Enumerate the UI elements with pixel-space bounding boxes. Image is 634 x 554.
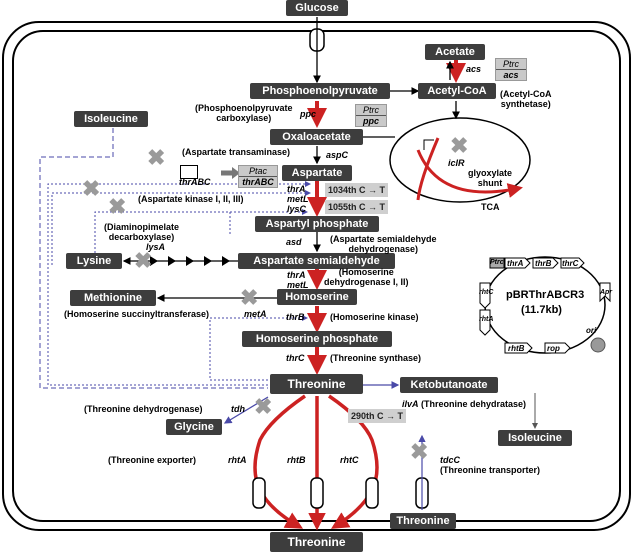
aspartate-kinase-label: (Aspartate kinase I, II, III) (138, 194, 244, 204)
ptrc-acs-promoter: Ptrc acs (495, 58, 527, 81)
aspartyl-phosphate-node: Aspartyl phosphate (255, 216, 379, 232)
plasmid-gene-rhtc: rhtC (479, 289, 494, 296)
knockout-iclr-x-icon: ✖ (450, 133, 469, 158)
aspc-label: (Aspartate transaminase) (182, 147, 291, 157)
aspartate-semialdehyde-node: Aspartate semialdehyde (238, 253, 395, 269)
tdcc-gene: tdcC (440, 455, 460, 465)
hst-label: (Homoserine succinyltransferase) (64, 309, 210, 319)
asd-label: (Aspartate semialdehyde dehydrogenase) (330, 234, 437, 254)
ptac-thrabc-promoter: Ptac thrABC (238, 165, 278, 188)
knockout-lysc-feedback-x-icon: ✖ (108, 194, 127, 219)
threonine-exporter-label: (Threonine exporter) (108, 455, 197, 465)
metl-gene-2: metL (287, 280, 309, 290)
mutation-1055: 1055th C → T (325, 200, 389, 214)
lysc-gene: lysC (287, 204, 307, 214)
threonine-synthase-label: (Threonine synthase) (330, 353, 422, 363)
plasmid-gene-thrc: thrC (562, 259, 579, 268)
iclr-gene: iclR (448, 158, 465, 168)
tca-label: TCA (481, 202, 500, 212)
ptrc-label-1: Ptrc (502, 59, 519, 69)
ptrc-ppc-promoter: Ptrc ppc (355, 104, 387, 127)
knockout-tdh-x-icon: ✖ (254, 394, 273, 419)
threonine-export-node: Threonine (270, 532, 363, 552)
glyoxylate-shunt-label: glyoxylate shunt (468, 168, 513, 188)
thrb-gene: thrB (286, 312, 305, 322)
aspartate-node: Aspartate (282, 165, 352, 181)
thrc-gene: thrC (286, 353, 305, 363)
metl-gene-1: metL (287, 194, 309, 204)
thrabc-operon-icon (180, 165, 198, 179)
plasmid-name: pBRThrABCR3 (506, 289, 585, 301)
thrabc-gene: thrABC (179, 177, 211, 187)
glucose-node: Glucose (286, 0, 348, 16)
plasmid-ptrc: Ptrc (490, 259, 504, 266)
ketobutanoate-node: Ketobutanoate (400, 377, 498, 393)
plasmid-gene-rhtb: rhtB (508, 344, 525, 353)
plasmid-gene-thra: thrA (507, 259, 524, 268)
plasmid-ap-marker: Apr (600, 289, 613, 296)
tdh-gene: tdh (231, 404, 245, 414)
plasmid-size: (11.7kb) (521, 304, 562, 316)
isoleucine-right-node: Isoleucine (498, 430, 572, 446)
acs-label: (Acetyl-CoA synthetase) (500, 89, 552, 109)
thra-gene-2: thrA (287, 270, 306, 280)
threonine-transporter-label: (Threonine transporter) (440, 465, 541, 475)
homoserine-node: Homoserine (277, 289, 357, 305)
ppc-promoter-gene: ppc (356, 115, 386, 126)
threonine-import-node: Threonine (390, 513, 456, 529)
plasmid-gene-rop: rop (547, 344, 560, 353)
plasmid-gene-thrb: thrB (535, 259, 552, 268)
ptac-label: Ptac (248, 166, 267, 176)
dapdc-label: (Diaminopimelate decarboxylase) (104, 222, 180, 242)
isoleucine-left-node: Isoleucine (74, 111, 148, 127)
pepc-label: (Phosphoenolpyruvate carboxylase) (195, 103, 293, 123)
thrabc-promoter-gene: thrABC (239, 176, 277, 187)
ilva-gene: ilvA (402, 399, 419, 409)
glycine-node: Glycine (166, 419, 222, 435)
pep-node: Phosphoenolpyruvate (250, 83, 390, 99)
rhta-gene: rhtA (228, 455, 247, 465)
acetate-node: Acetate (425, 44, 485, 60)
homoserine-dehydrogenase-label: (Homoserine dehydrogenase I, II) (324, 267, 409, 287)
methionine-node: Methionine (70, 290, 156, 306)
lysa-gene: lysA (146, 242, 166, 252)
rhtc-gene: rhtC (340, 455, 359, 465)
knockout-thrabc-feedback-x-icon: ✖ (82, 176, 101, 201)
oxaloacetate-node: Oxaloacetate (270, 129, 363, 145)
ppc-gene: ppc (300, 109, 317, 119)
plasmid-gene-rhta: rhtA (479, 316, 494, 323)
acs-gene: acs (466, 64, 482, 74)
threonine-dehydrogenase-label: (Threonine dehydrogenase) (84, 404, 203, 414)
threonine-node: Threonine (270, 374, 363, 394)
aspc-gene: aspC (326, 150, 349, 160)
mutation-290: 290th C → T (348, 409, 407, 423)
thra-gene-1: thrA (287, 184, 306, 194)
knockout-tdcc-x-icon: ✖ (410, 439, 429, 464)
homoserine-kinase-label: (Homoserine kinase) (330, 312, 419, 322)
plasmid-ori: ori (586, 326, 597, 335)
threonine-dehydratase-label: (Threonine dehydratase) (421, 399, 527, 409)
meta-gene: metA (244, 309, 267, 319)
acs-promoter-gene: acs (496, 69, 526, 80)
knockout-meta-x-icon: ✖ (240, 285, 259, 310)
lysine-node: Lysine (66, 253, 122, 269)
tca-cycle (389, 117, 531, 203)
homoserine-phosphate-node: Homoserine phosphate (242, 331, 392, 347)
rhtb-gene: rhtB (287, 455, 306, 465)
acetyl-coa-node: Acetyl-CoA (418, 83, 496, 99)
ptrc-label-2: Ptrc (362, 105, 379, 115)
mutation-1034: 1034th C → T (325, 183, 389, 197)
knockout-lysa-x-icon: ✖ (134, 248, 153, 273)
asd-gene: asd (286, 237, 302, 247)
knockout-isoleucine-feedback-x-icon: ✖ (147, 145, 166, 170)
